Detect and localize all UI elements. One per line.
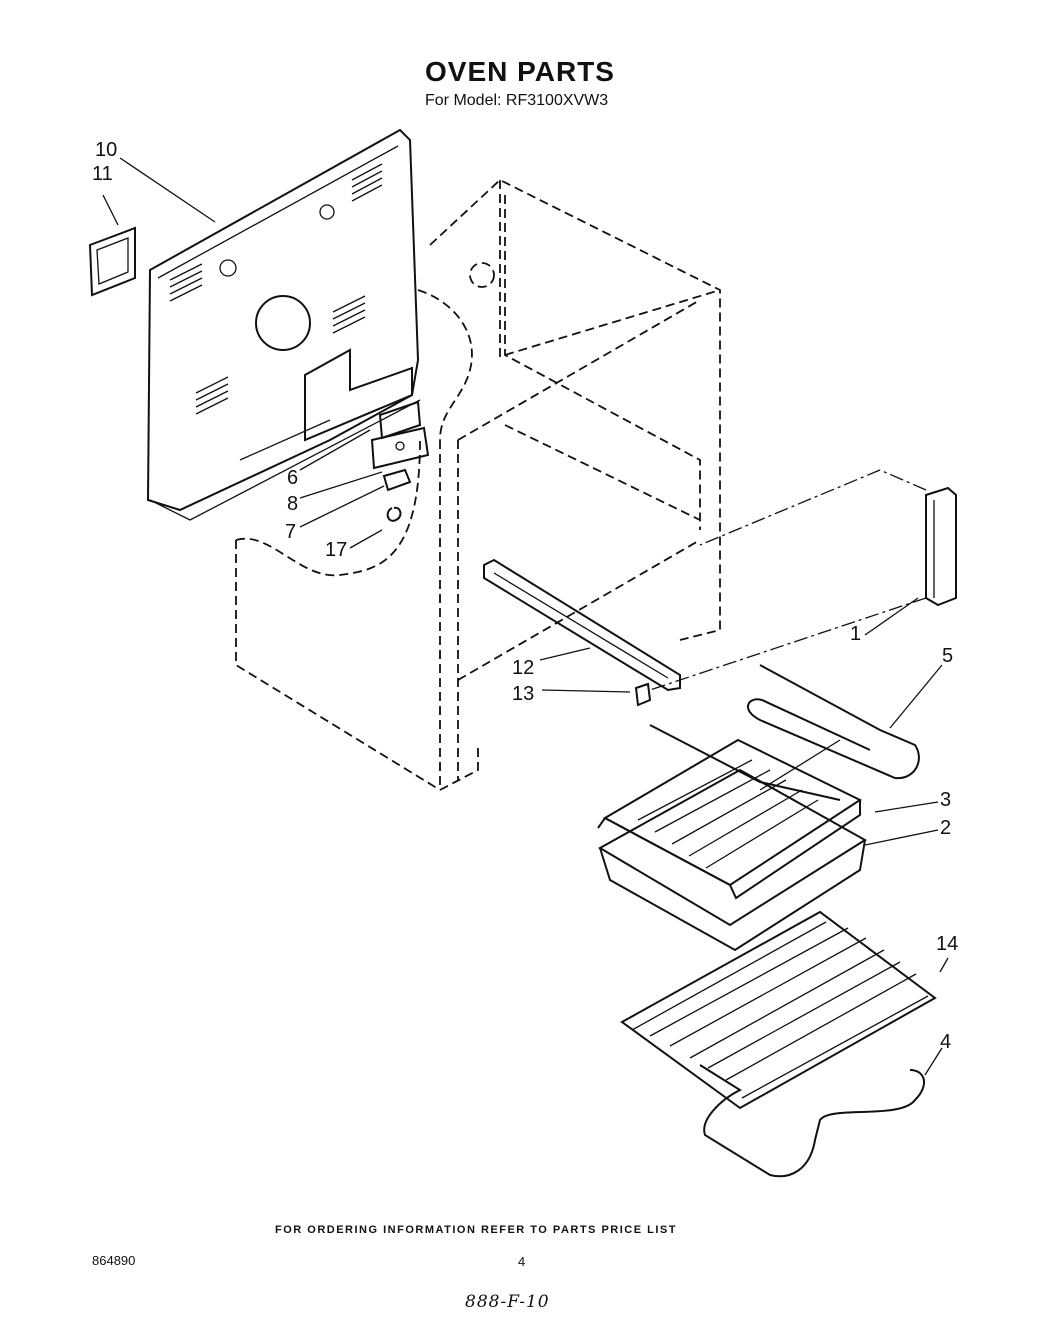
page-number: 4: [518, 1254, 526, 1269]
callout-7: 7: [285, 521, 296, 543]
model-subtitle: For Model: RF3100XVW3: [425, 92, 609, 109]
page-title: OVEN PARTS: [425, 56, 615, 87]
broiler-pan-parts: [597, 738, 867, 952]
ordering-note: FOR ORDERING INFORMATION REFER TO PARTS …: [275, 1224, 677, 1236]
callout-11: 11: [92, 163, 113, 185]
bake-element-part-4: [699, 1064, 925, 1178]
broil-element-part-5: [649, 664, 920, 801]
callout-12: 12: [512, 657, 534, 679]
oven-rack-part-14: [620, 910, 937, 1110]
bracket-part-11: [88, 226, 136, 297]
oven-back-panel: [146, 128, 421, 521]
callout-14: 14: [936, 933, 958, 955]
callout-17: 17: [325, 539, 347, 561]
document-number: 864890: [92, 1253, 136, 1268]
callout-1: 1: [850, 623, 861, 645]
callout-13: 13: [512, 683, 534, 705]
callout-leaders: [102, 157, 949, 1076]
vent-panel-part-1: [649, 469, 957, 691]
oven-cavity-outline: [235, 178, 721, 792]
small-hardware-parts: [370, 400, 430, 522]
callout-10: 10: [95, 139, 117, 161]
oven-rail-part-12: [483, 558, 681, 707]
callout-8: 8: [287, 493, 298, 515]
callout-6: 6: [287, 467, 298, 489]
callout-5: 5: [942, 645, 953, 667]
callout-3: 3: [940, 789, 951, 811]
handwritten-code: 888-F-10: [465, 1292, 550, 1312]
callout-2: 2: [940, 817, 951, 839]
callout-4: 4: [940, 1031, 951, 1053]
